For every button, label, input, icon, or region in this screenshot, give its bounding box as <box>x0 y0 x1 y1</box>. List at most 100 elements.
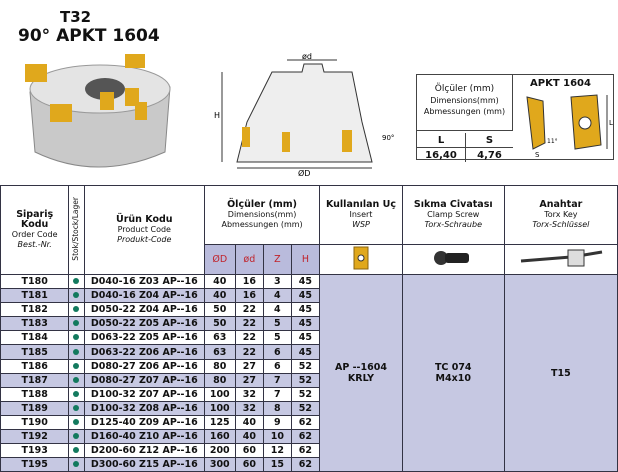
milling-cutter-photo <box>25 54 171 168</box>
diagram-s: S <box>535 151 540 157</box>
outer-diameter-label: ØD <box>298 168 310 176</box>
order-code: T185 <box>0 344 70 360</box>
height: 62 <box>290 429 321 445</box>
insert-diagram: L S 11° <box>526 94 613 157</box>
key-value: T15 <box>503 273 618 472</box>
height-label: H <box>214 111 220 120</box>
insert-image <box>319 244 403 275</box>
in-stock-dot-icon <box>73 334 80 341</box>
bore-diameter: 16 <box>234 288 265 304</box>
stock-status <box>68 358 85 374</box>
product-code: D080-27 Z06 AP--16 <box>83 358 205 374</box>
height: 52 <box>290 358 321 374</box>
diagram-angle: 11° <box>547 138 558 145</box>
bore-diameter: 22 <box>234 344 265 360</box>
bore-diameter: 22 <box>234 316 265 332</box>
in-stock-dot-icon <box>73 447 80 454</box>
in-stock-dot-icon <box>73 320 80 327</box>
height: 45 <box>290 316 321 332</box>
torx-key-image <box>503 244 618 275</box>
height: 52 <box>290 400 321 416</box>
screw-image <box>401 244 505 275</box>
teeth-count: 10 <box>263 429 292 445</box>
order-code: T195 <box>0 457 70 472</box>
dims-label-de: Abmessungen (mm) <box>423 107 506 116</box>
bore-diameter: 32 <box>234 386 265 402</box>
insert-title: 90° APKT 1604 <box>18 26 160 46</box>
order-code: T183 <box>0 316 70 332</box>
order-code: T193 <box>0 443 70 459</box>
height: 45 <box>290 344 321 360</box>
bore-diameter: 40 <box>234 429 265 445</box>
series-title: T32 <box>60 8 92 26</box>
in-stock-dot-icon <box>73 418 80 425</box>
outer-diameter: 200 <box>203 443 236 459</box>
col-Z: Z <box>263 244 292 275</box>
height: 62 <box>290 457 321 472</box>
height: 45 <box>290 288 321 304</box>
outer-diameter: 63 <box>203 330 236 346</box>
product-code: D050-22 Z04 AP--16 <box>83 302 205 318</box>
order-code: T186 <box>0 358 70 374</box>
height: 45 <box>290 330 321 346</box>
bore-diameter: 60 <box>234 457 265 472</box>
stock-status <box>68 429 85 445</box>
col-d: ød <box>234 244 265 275</box>
order-code: T190 <box>0 414 70 431</box>
product-code: D200-60 Z12 AP--16 <box>83 443 205 459</box>
stock-status <box>68 443 85 459</box>
teeth-count: 7 <box>263 386 292 402</box>
product-code: D300-60 Z15 AP--16 <box>83 457 205 472</box>
height: 45 <box>290 302 321 318</box>
outer-diameter: 40 <box>203 288 236 304</box>
bore-diameter: 27 <box>234 372 265 388</box>
bore-diameter: 22 <box>234 302 265 318</box>
stock-status <box>68 288 85 304</box>
teeth-count: 5 <box>263 330 292 346</box>
outer-diameter: 80 <box>203 358 236 374</box>
teeth-count: 6 <box>263 358 292 374</box>
teeth-count: 12 <box>263 443 292 459</box>
outer-diameter: 63 <box>203 344 236 360</box>
teeth-count: 7 <box>263 372 292 388</box>
outer-diameter: 40 <box>203 273 236 290</box>
stock-status <box>68 457 85 472</box>
stock-status <box>68 372 85 388</box>
product-code: D160-40 Z10 AP--16 <box>83 429 205 445</box>
product-code: D125-40 Z09 AP--16 <box>83 414 205 431</box>
order-code: T187 <box>0 372 70 388</box>
in-stock-dot-icon <box>73 376 80 383</box>
in-stock-dot-icon <box>73 348 80 355</box>
stock-status <box>68 386 85 402</box>
angle-label: 90° <box>382 134 394 142</box>
outer-diameter: 160 <box>203 429 236 445</box>
product-code: D100-32 Z08 AP--16 <box>83 400 205 416</box>
product-code: D080-27 Z07 AP--16 <box>83 372 205 388</box>
bore-diameter: 27 <box>234 358 265 374</box>
stock-status <box>68 302 85 318</box>
product-code: D063-22 Z05 AP--16 <box>83 330 205 346</box>
insert-name: APKT 1604 <box>530 78 591 89</box>
dim-header-s: S <box>465 133 513 148</box>
outer-diameter: 300 <box>203 457 236 472</box>
height: 52 <box>290 372 321 388</box>
order-code: T182 <box>0 302 70 318</box>
col-H: H <box>290 244 321 275</box>
teeth-count: 4 <box>263 302 292 318</box>
cutter-technical-drawing: ød ØD H 90° <box>214 52 394 176</box>
teeth-count: 15 <box>263 457 292 472</box>
outer-diameter: 100 <box>203 400 236 416</box>
dims-label-en: Dimensions(mm) <box>430 96 499 105</box>
product-code: D040-16 Z04 AP--16 <box>83 288 205 304</box>
stock-status <box>68 400 85 416</box>
